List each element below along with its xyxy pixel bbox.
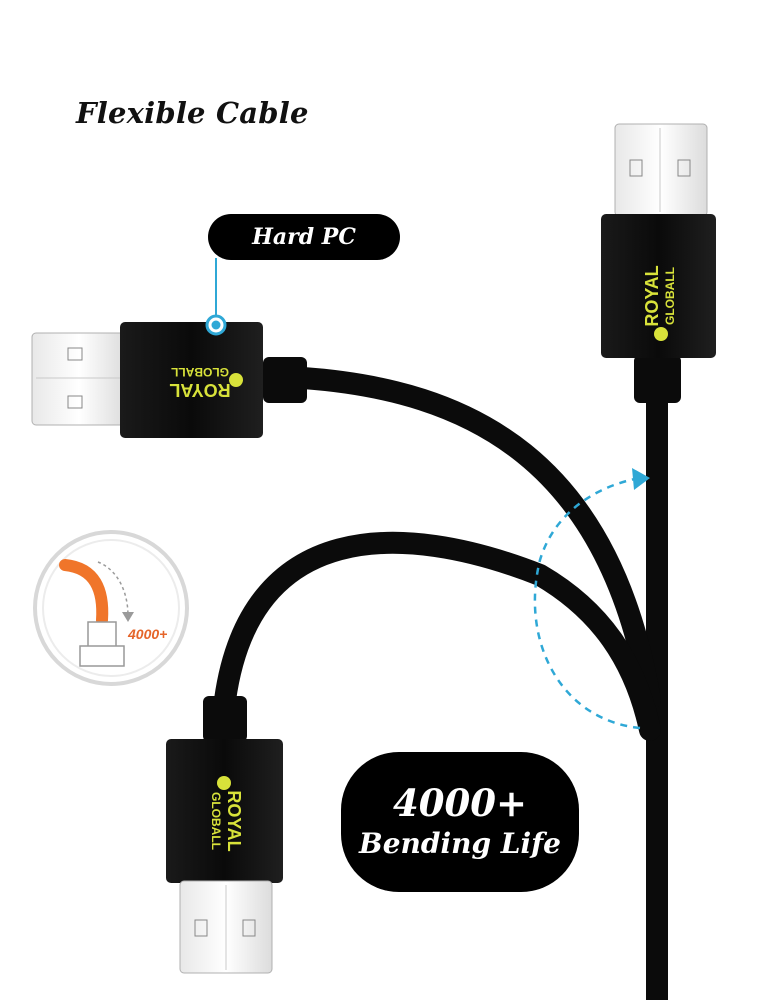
bend-inset bbox=[33, 530, 189, 686]
usb-plug-top: ROYAL GLOBALL bbox=[601, 123, 716, 358]
brand-top-line1: ROYAL bbox=[642, 265, 662, 326]
brand-top-line2: GLOBALL bbox=[663, 267, 677, 325]
inset-arrow-icon bbox=[122, 612, 134, 622]
brand-bottom-line1: ROYAL bbox=[224, 790, 244, 851]
strain-relief-top bbox=[634, 355, 681, 403]
strain-relief-left bbox=[263, 357, 307, 403]
title: Flexible Cable bbox=[76, 96, 309, 130]
usb-plug-bottom: ROYAL GLOBALL bbox=[166, 739, 283, 974]
cable-wires bbox=[214, 367, 668, 1000]
inset-count: 4000+ bbox=[128, 626, 168, 642]
brand-left-line2: GLOBALL bbox=[171, 365, 229, 379]
brand-logo-icon bbox=[654, 327, 668, 341]
usb-plug-left: ROYAL GLOBALL bbox=[31, 322, 263, 438]
hard-pc-label: Hard PC bbox=[208, 214, 400, 260]
bending-life-badge: 4000+ Bending Life bbox=[341, 752, 579, 892]
brand-left-line1: ROYAL bbox=[169, 380, 230, 400]
brand-logo-icon bbox=[229, 373, 243, 387]
bending-caption: Bending Life bbox=[359, 827, 561, 860]
curved-cable-upper bbox=[292, 367, 661, 711]
bending-count: 4000+ bbox=[393, 781, 527, 825]
bend-arc-indicator bbox=[533, 468, 650, 730]
curved-cable-lower bbox=[214, 531, 661, 741]
hard-pc-callout-connector bbox=[205, 258, 227, 336]
brand-logo-icon bbox=[217, 776, 231, 790]
strain-relief-bottom bbox=[203, 696, 247, 742]
arrow-head-icon bbox=[632, 468, 650, 490]
brand-bottom-line2: GLOBALL bbox=[209, 792, 223, 850]
